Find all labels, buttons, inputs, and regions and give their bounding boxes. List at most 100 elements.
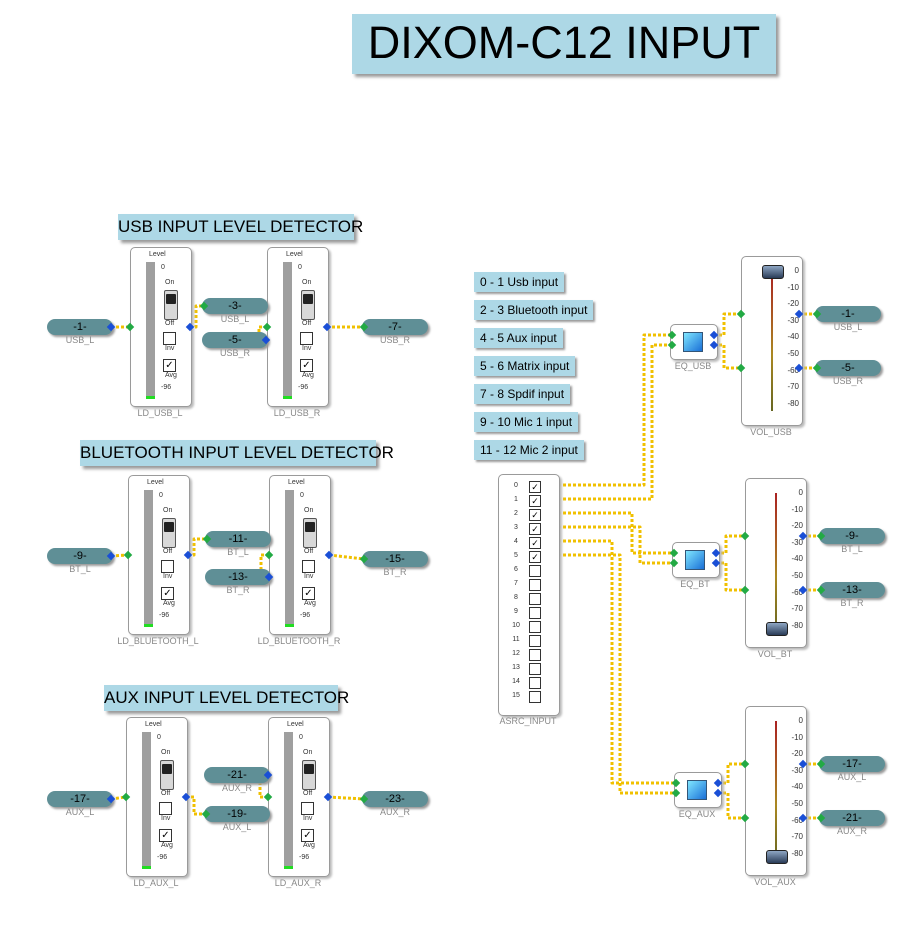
signal-wire — [718, 791, 745, 820]
on-off-switch[interactable] — [303, 518, 317, 548]
net-tag[interactable]: -5- — [815, 360, 881, 376]
invert-checkbox[interactable] — [159, 802, 172, 815]
asrc-block-name: ASRC_INPUT — [499, 716, 557, 726]
net-tag[interactable]: -9- — [47, 548, 113, 564]
page-title: DIXOM-C12 INPUT — [352, 14, 776, 74]
net-tag[interactable]: -17- — [819, 756, 885, 772]
asrc-channel-checkbox[interactable]: ✓ — [529, 537, 541, 549]
net-tag[interactable]: -9- — [819, 528, 885, 544]
level-zero-label: 0 — [300, 492, 304, 499]
volume-scale-label: -40 — [787, 332, 799, 342]
volume-fader-knob[interactable] — [766, 622, 788, 636]
asrc-channel-row: 9 — [499, 605, 559, 619]
volume-fader-knob[interactable] — [766, 850, 788, 864]
net-tag-caption: BT_R — [840, 598, 864, 608]
invert-checkbox[interactable] — [163, 332, 176, 345]
on-off-switch[interactable] — [160, 760, 174, 790]
net-tag-caption: AUX_L — [837, 772, 867, 782]
net-tag[interactable]: -11- — [205, 531, 271, 547]
input-map-item-aux: 4 - 5 Aux input — [474, 328, 563, 348]
asrc-channel-checkbox[interactable] — [529, 565, 541, 577]
equalizer-block[interactable] — [670, 324, 718, 360]
equalizer-block[interactable] — [674, 772, 722, 808]
on-off-switch[interactable] — [164, 290, 178, 320]
net-tag[interactable]: -7- — [362, 319, 428, 335]
on-off-switch[interactable] — [162, 518, 176, 548]
equalizer-open-button[interactable] — [687, 780, 707, 800]
invert-checkbox[interactable] — [302, 560, 315, 573]
asrc-channel-checkbox[interactable] — [529, 635, 541, 647]
level-detector-name: LD_BLUETOOTH_L — [117, 636, 199, 646]
net-tag[interactable]: -15- — [362, 551, 428, 567]
signal-wire — [558, 525, 674, 565]
net-tag[interactable]: -21- — [204, 767, 270, 783]
asrc-channel-row: 14 — [499, 675, 559, 689]
equalizer-open-button[interactable] — [685, 550, 705, 570]
net-tag[interactable]: -13- — [205, 569, 271, 585]
asrc-channel-checkbox[interactable] — [529, 649, 541, 661]
equalizer-block[interactable] — [672, 542, 720, 578]
asrc-channel-checkbox[interactable]: ✓ — [529, 551, 541, 563]
volume-fader[interactable]: 0-10-20-30-40-50-60-70-80 — [745, 478, 807, 648]
volume-scale-label: 0 — [794, 266, 799, 275]
input-map-item-spdif: 7 - 8 Spdif input — [474, 384, 571, 404]
asrc-channel-row: 11 — [499, 633, 559, 647]
invert-label: Inv — [161, 815, 171, 822]
net-tag[interactable]: -3- — [202, 298, 268, 314]
asrc-channel-number: 8 — [514, 594, 518, 601]
invert-checkbox[interactable] — [301, 802, 314, 815]
volume-fader[interactable]: 0-10-20-30-40-50-60-70-80 — [741, 256, 803, 426]
volume-scale-label: -50 — [787, 349, 799, 358]
invert-label: Inv — [165, 345, 175, 352]
average-checkbox[interactable]: ✓ — [302, 587, 315, 600]
asrc-channel-checkbox[interactable]: ✓ — [529, 481, 541, 493]
volume-scale-label: -10 — [791, 504, 803, 514]
net-tag-caption: BT_L — [841, 544, 863, 554]
net-tag-caption: USB_R — [832, 376, 863, 386]
asrc-channel-checkbox[interactable] — [529, 607, 541, 619]
on-off-switch[interactable] — [302, 760, 316, 790]
asrc-channel-checkbox[interactable]: ✓ — [529, 523, 541, 535]
volume-fader[interactable]: 0-10-20-30-40-50-60-70-80 — [745, 706, 807, 876]
net-tag[interactable]: -17- — [47, 791, 113, 807]
invert-checkbox[interactable] — [161, 560, 174, 573]
net-tag[interactable]: -23- — [362, 791, 428, 807]
net-tag[interactable]: -21- — [819, 810, 885, 826]
asrc-channel-number: 0 — [514, 482, 518, 489]
average-checkbox[interactable]: ✓ — [163, 359, 176, 372]
net-tag[interactable]: -19- — [204, 806, 270, 822]
net-tag[interactable]: -1- — [47, 319, 113, 335]
volume-scale-label: -20 — [791, 521, 803, 531]
asrc-channel-checkbox[interactable]: ✓ — [529, 495, 541, 507]
average-checkbox[interactable]: ✓ — [161, 587, 174, 600]
equalizer-open-button[interactable] — [683, 332, 703, 352]
invert-checkbox[interactable] — [300, 332, 313, 345]
net-tag[interactable]: -5- — [202, 332, 268, 348]
asrc-channel-number: 9 — [514, 608, 518, 615]
on-off-switch[interactable] — [301, 290, 315, 320]
average-checkbox[interactable]: ✓ — [300, 359, 313, 372]
asrc-channel-checkbox[interactable] — [529, 677, 541, 689]
volume-scale-label: -30 — [791, 537, 803, 547]
asrc-channel-checkbox[interactable] — [529, 691, 541, 703]
asrc-channel-checkbox[interactable]: ✓ — [529, 509, 541, 521]
input-map-item-bluetooth: 2 - 3 Bluetooth input — [474, 300, 594, 320]
asrc-channel-checkbox[interactable] — [529, 593, 541, 605]
asrc-channel-checkbox[interactable] — [529, 621, 541, 633]
asrc-channel-checkbox[interactable] — [529, 663, 541, 675]
net-tag[interactable]: -1- — [815, 306, 881, 322]
net-tag[interactable]: -13- — [819, 582, 885, 598]
average-checkbox[interactable]: ✓ — [159, 829, 172, 842]
volume-fader-knob[interactable] — [762, 265, 784, 279]
asrc-channel-checkbox[interactable] — [529, 579, 541, 591]
average-checkbox[interactable]: ✓ — [301, 829, 314, 842]
volume-scale-label: -50 — [791, 799, 803, 808]
